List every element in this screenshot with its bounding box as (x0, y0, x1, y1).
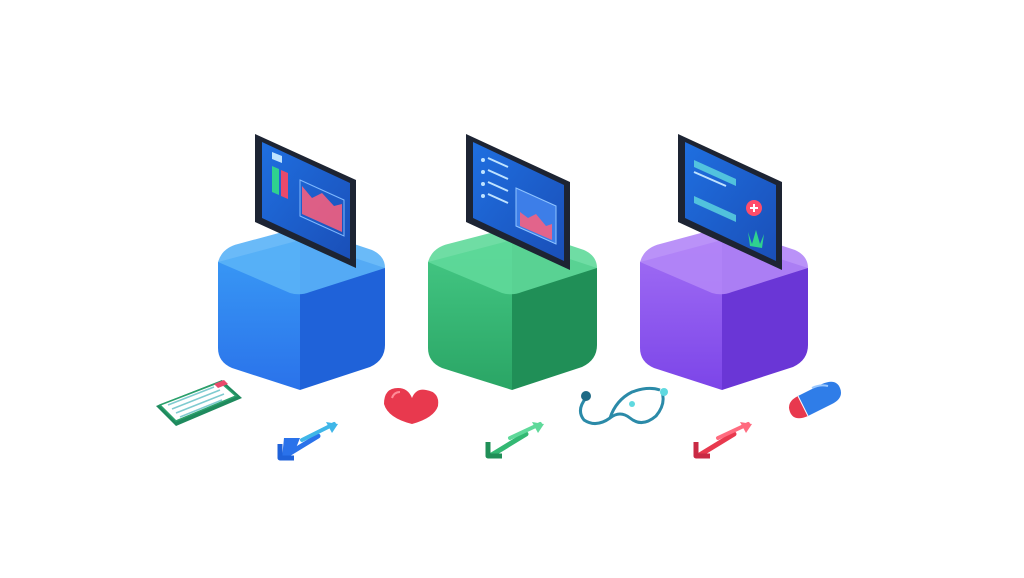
heart-icon (384, 388, 439, 424)
purple-pedestal (640, 228, 808, 390)
pill-capsule-icon (789, 381, 841, 419)
purple-monitor (678, 134, 782, 270)
blue-pedestal (218, 228, 385, 390)
stethoscope-icon (579, 386, 668, 425)
blue-monitor (255, 134, 356, 268)
green-pedestal (428, 228, 597, 390)
green-monitor (466, 134, 570, 270)
clipboard-icon (156, 380, 242, 426)
red-arrows-icon (693, 422, 752, 459)
green-arrows-icon (485, 422, 544, 459)
blue-arrows-icon (277, 422, 338, 461)
